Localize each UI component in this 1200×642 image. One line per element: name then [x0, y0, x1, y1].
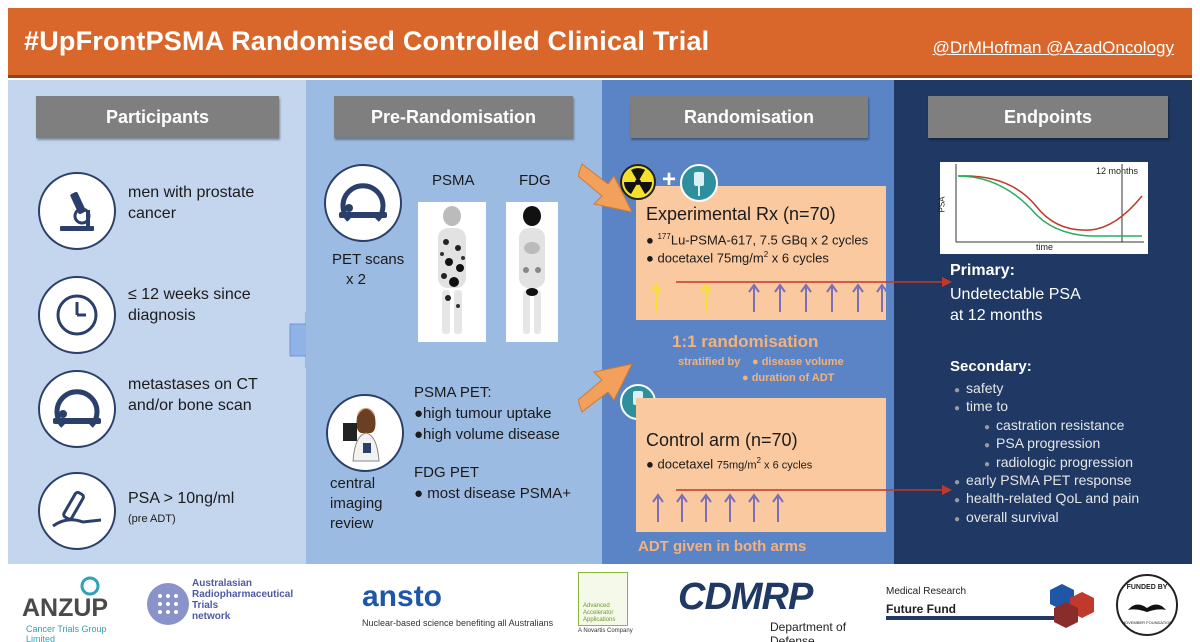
aaa-logo: Advanced Accelerator Applications A Nova…: [578, 572, 658, 638]
secondary-endpoint-item: ●castration resistance: [984, 416, 1125, 433]
experimental-arm-title: Experimental Rx (n=70): [646, 204, 836, 224]
adt-note: ADT given in both arms: [638, 538, 807, 555]
psma-scan-label: PSMA: [432, 172, 475, 189]
endpoints-panel: Endpoints 12 months PSA time Primary: Un…: [894, 80, 1192, 564]
participant-criterion-2: ≤ 12 weeks since diagnosis: [128, 286, 251, 324]
control-arm-box: Control arm (n=70) ● docetaxel 75mg/m2 x…: [636, 398, 886, 532]
cdmrp-logo: CDMRP Department of Defense: [678, 576, 847, 642]
randomisation-arrow-experimental: [578, 163, 633, 213]
mrff-logo: Medical Research Future Fund: [886, 580, 1096, 632]
randomisation-heading: Randomisation: [630, 96, 868, 138]
bullet-dot: ●: [954, 403, 961, 415]
central-imaging-review-label: central imaging review: [330, 475, 383, 532]
title-banner: #UpFrontPSMA Randomised Controlled Clini…: [8, 8, 1192, 78]
bullet-dot: ●: [984, 421, 991, 433]
participant-criterion-4: PSA > 10ng/ml (pre ADT): [128, 490, 235, 525]
control-arm-docetaxel: ● docetaxel 75mg/m2 x 6 cycles: [646, 456, 813, 472]
participants-heading: Participants: [36, 96, 279, 138]
secondary-endpoint-item: ●PSA progression: [984, 435, 1101, 452]
plus-sign: +: [662, 166, 677, 193]
secondary-endpoint-item: ●safety: [954, 380, 1004, 396]
participants-panel: Participants men with prostate cancer ≤ …: [8, 80, 306, 564]
anzup-logo: ANZUP Cancer Trials Group Limited: [22, 576, 132, 642]
secondary-endpoint-item: ●time to: [954, 398, 1009, 415]
bullet-dot: ●: [954, 477, 961, 488]
control-arm-timeline: [652, 493, 784, 522]
ansto-logo: ansto Nuclear-based science benefiting a…: [362, 580, 554, 628]
psma-scan-image: [418, 202, 486, 342]
fdg-scan-label: FDG: [519, 172, 551, 189]
bullet-dot: ●: [954, 495, 961, 507]
endpoint-arrows: [676, 277, 952, 495]
ct-scanner-icon: [38, 370, 116, 448]
randomisation-ratio: 1:1 randomisation: [672, 332, 819, 351]
iv-drip-icon: [680, 164, 718, 202]
control-arm-title: Control arm (n=70): [646, 430, 798, 450]
participant-criterion-3: metastases on CT and/or bone scan: [128, 376, 258, 414]
randomisation-panel: Randomisation Experimental Rx (n=70) ● 1…: [602, 80, 894, 564]
graph-y-label: PSA: [937, 196, 947, 213]
pet-scanner-icon: [324, 164, 402, 242]
pre-randomisation-heading: Pre-Randomisation: [334, 96, 573, 138]
psa-graph: 12 months PSA time: [937, 162, 1148, 254]
randomisation-arrow-control: [578, 363, 633, 413]
clock-icon: [38, 276, 116, 354]
experimental-arm-box: Experimental Rx (n=70) ● 177Lu-PSMA-617,…: [636, 186, 886, 320]
participant-criterion-1: men with prostate cancer: [128, 184, 255, 222]
graph-marker-label: 12 months: [1096, 166, 1139, 176]
radiation-icon: [620, 164, 656, 200]
experimental-arm-docetaxel: ● docetaxel 75mg/m2 x 6 cycles: [646, 250, 829, 266]
secondary-endpoint-item: ●early PSMA PET response: [954, 472, 1132, 488]
secondary-endpoint-item: ●overall survival: [954, 508, 1059, 525]
secondary-endpoint-item: ●radiologic progression: [984, 453, 1134, 470]
secondary-endpoint-title: Secondary:: [950, 358, 1032, 375]
bullet-dot: ●: [954, 513, 961, 525]
primary-endpoint-text: Undetectable PSA at 12 months: [950, 286, 1081, 324]
stratification-disease-volume: ● disease volume: [752, 356, 844, 368]
sponsor-logos: ANZUP Cancer Trials Group Limited Austra…: [0, 566, 1200, 642]
fdg-scan-image: [506, 202, 558, 342]
arta-logo: Australasian Radiopharmaceutical Trials …: [146, 578, 326, 634]
graph-x-label: time: [1036, 242, 1054, 252]
bullet-dot: ●: [954, 385, 961, 396]
endpoints-heading: Endpoints: [928, 96, 1168, 138]
stratification-duration-adt: ● duration of ADT: [742, 372, 835, 384]
page-title: #UpFrontPSMA Randomised Controlled Clini…: [24, 26, 710, 56]
psma-pet-criteria: PSMA PET: ●high tumour uptake ●high volu…: [414, 384, 560, 443]
fdg-pet-criteria: FDG PET ● most disease PSMA+: [414, 464, 572, 502]
secondary-endpoint-item: ●health-related QoL and pain: [954, 490, 1140, 507]
bullet-dot: ●: [984, 458, 991, 470]
radiologist-icon: [326, 394, 404, 472]
experimental-arm-lutetium: ● 177Lu-PSMA-617, 7.5 GBq x 2 cycles: [646, 232, 869, 248]
twitter-handles-link[interactable]: @DrMHofman @AzadOncology: [932, 38, 1174, 57]
pre-randomisation-panel: Pre-Randomisation PET scans x 2 PSMA FDG: [306, 80, 602, 564]
blood-test-icon: [38, 472, 116, 550]
pet-scans-label: PET scans x 2: [332, 251, 405, 288]
bullet-dot: ●: [984, 440, 991, 452]
primary-endpoint-title: Primary:: [950, 262, 1015, 279]
experimental-arm-timeline: [650, 283, 886, 312]
microscope-icon: [38, 172, 116, 250]
movember-logo: FUNDED BY MOVEMBER FOUNDATION: [1116, 574, 1178, 636]
stratified-by-label: stratified by: [678, 356, 741, 368]
